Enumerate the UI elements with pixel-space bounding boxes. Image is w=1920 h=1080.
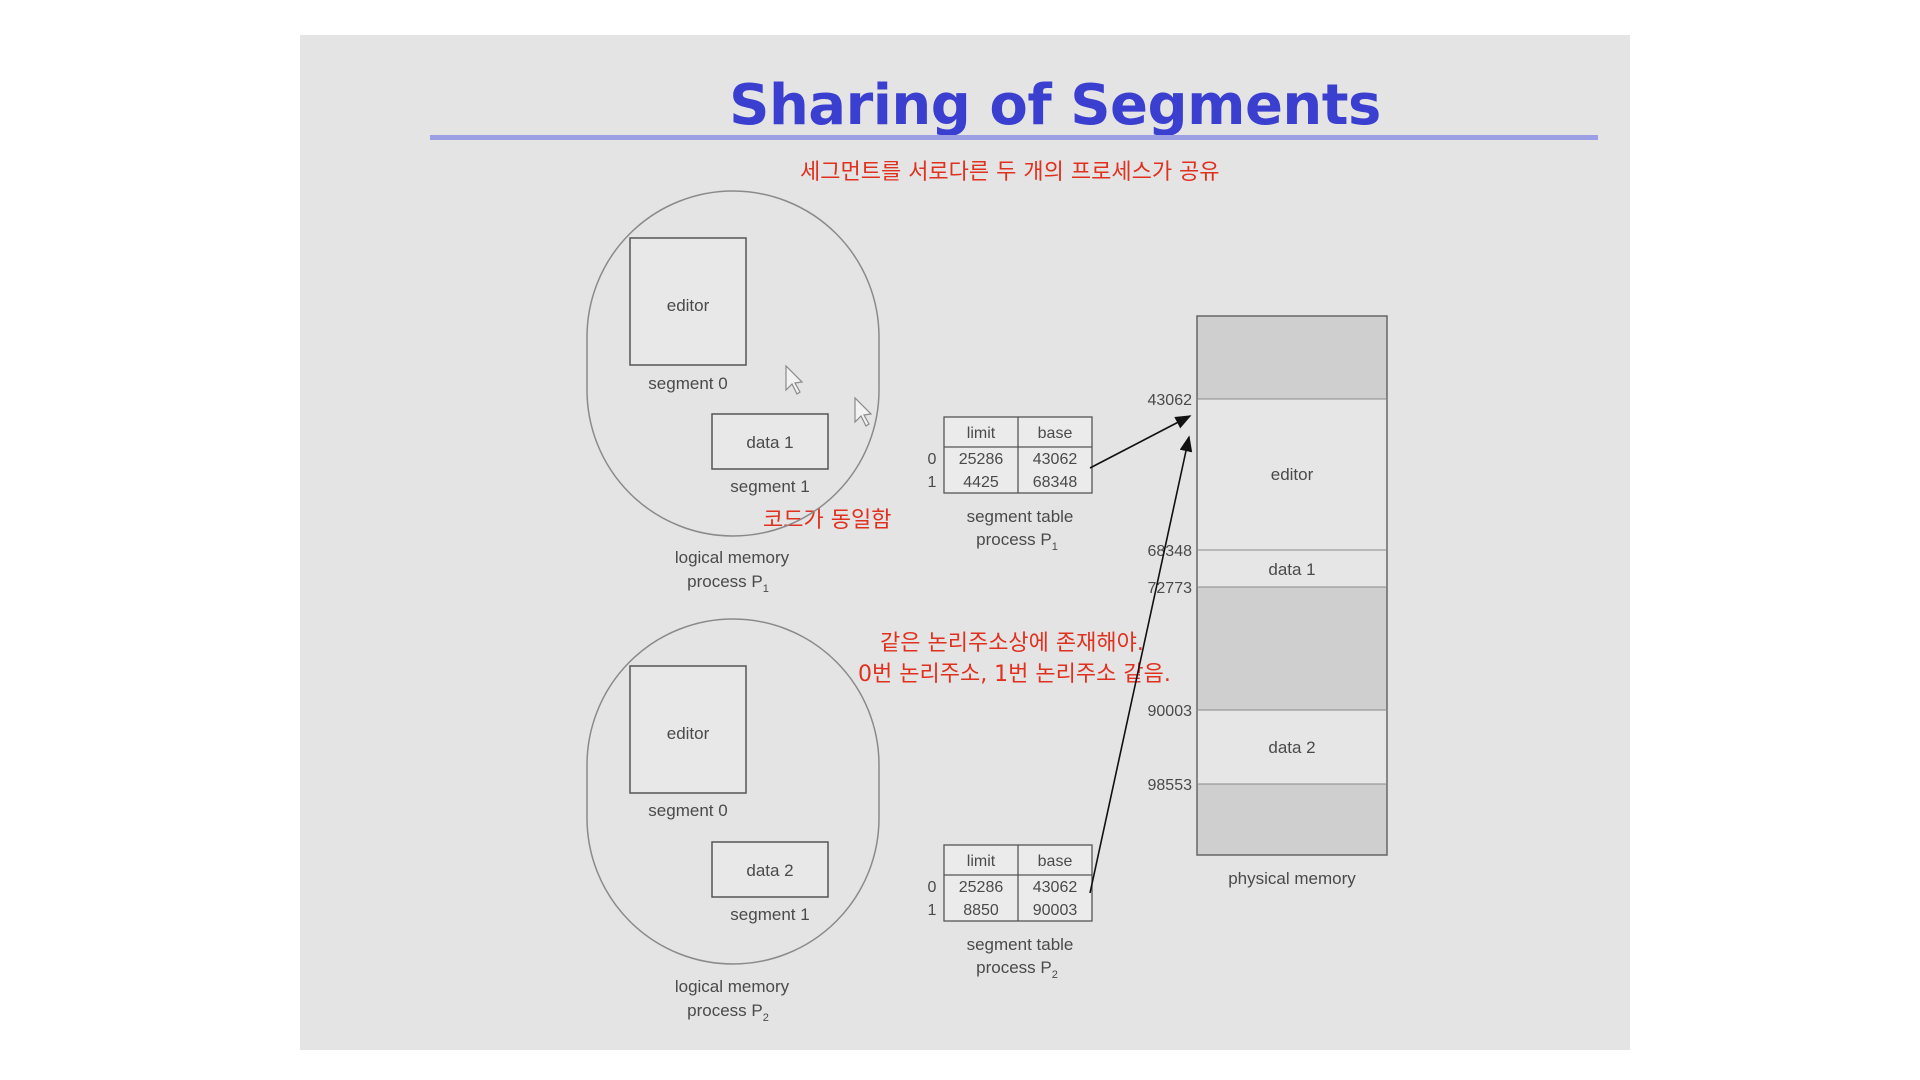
arrow-p2-base-to-editor: [1089, 435, 1193, 894]
p2-segment1-label: segment 1: [730, 905, 809, 924]
p1-table-row0-base: 43062: [1033, 451, 1078, 468]
p2-table-process-label: process P2: [976, 958, 1058, 981]
p2-table-header-base: base: [1038, 853, 1073, 870]
p2-logical-memory-label: logical memory: [675, 977, 790, 996]
annotation-code-same: 코드가 동일함: [763, 508, 892, 533]
phys-data2-region: [1197, 710, 1387, 784]
p1-table-row1-base: 68348: [1033, 474, 1078, 491]
phys-editor-region: [1197, 399, 1387, 550]
phys-data1-text: data 1: [1268, 560, 1315, 579]
p2-table-row1-limit: 8850: [963, 902, 999, 919]
p1-logical-memory-label: logical memory: [675, 548, 790, 567]
p2-table-row1-base: 90003: [1033, 902, 1078, 919]
p1-table-row1-index: 1: [928, 474, 937, 491]
p2-table-caption: segment table: [967, 935, 1074, 954]
logical-memory-p1-outline: [586, 190, 880, 537]
phys-address-68348: 68348: [1148, 543, 1193, 560]
annotation-line2: 0번 논리주소, 1번 논리주소 같음.: [858, 662, 1171, 687]
p1-table-header-base: base: [1038, 425, 1073, 442]
p2-segment1-text: data 2: [746, 861, 793, 880]
p1-table-row0-index: 0: [928, 451, 937, 468]
annotation-top: 세그먼트를 서로다른 두 개의 프로세스가 공유: [800, 160, 1220, 185]
p1-segment1-label: segment 1: [730, 477, 809, 496]
physical-memory-label: physical memory: [1228, 869, 1356, 888]
phys-address-90003: 90003: [1148, 703, 1193, 720]
p2-process-label: process P2: [687, 1001, 769, 1024]
p2-table-row0-index: 0: [928, 879, 937, 896]
p2-table-header-limit: limit: [967, 853, 996, 870]
phys-data2-text: data 2: [1268, 738, 1315, 757]
p2-segment0-label: segment 0: [648, 801, 727, 820]
p1-table-row0-limit: 25286: [959, 451, 1004, 468]
p1-segment1-text: data 1: [746, 433, 793, 452]
phys-data1-region: [1197, 550, 1387, 587]
p1-process-label: process P1: [687, 572, 769, 595]
physical-memory-outline: [1196, 315, 1388, 856]
p1-table-row1-limit: 4425: [963, 474, 999, 491]
title-underline: [430, 135, 1598, 140]
arrow-p1-base-to-editor: [1089, 415, 1192, 469]
cursor-arrow-icon: [854, 396, 873, 427]
phys-free-top: [1197, 316, 1387, 399]
p2-table-row0-limit: 25286: [959, 879, 1004, 896]
p1-table-header-limit: limit: [967, 425, 996, 442]
slide-title: Sharing of Segments: [729, 73, 1381, 138]
p1-segment0-text: editor: [667, 296, 710, 315]
logical-memory-p2-outline: [586, 618, 880, 965]
p2-table-row1-index: 1: [928, 902, 937, 919]
p1-table-caption: segment table: [967, 507, 1074, 526]
phys-address-72773: 72773: [1148, 580, 1193, 597]
phys-free-bottom: [1197, 784, 1387, 855]
p2-table-row0-base: 43062: [1033, 879, 1078, 896]
phys-free-middle: [1197, 587, 1387, 710]
p2-segment0-text: editor: [667, 724, 710, 743]
annotation-line1: 같은 논리주소상에 존재해야.: [880, 631, 1144, 656]
phys-editor-text: editor: [1271, 465, 1314, 484]
p1-segment1-box: [711, 413, 829, 470]
phys-address-98553: 98553: [1148, 777, 1193, 794]
p1-segment0-label: segment 0: [648, 374, 727, 393]
p2-segment1-box: [711, 841, 829, 898]
p1-segment0-box: [629, 237, 747, 366]
p1-table-process-label: process P1: [976, 530, 1058, 553]
cursor-arrow-icon: [785, 364, 804, 395]
phys-address-43062: 43062: [1148, 392, 1193, 409]
p2-segment0-box: [629, 665, 747, 794]
